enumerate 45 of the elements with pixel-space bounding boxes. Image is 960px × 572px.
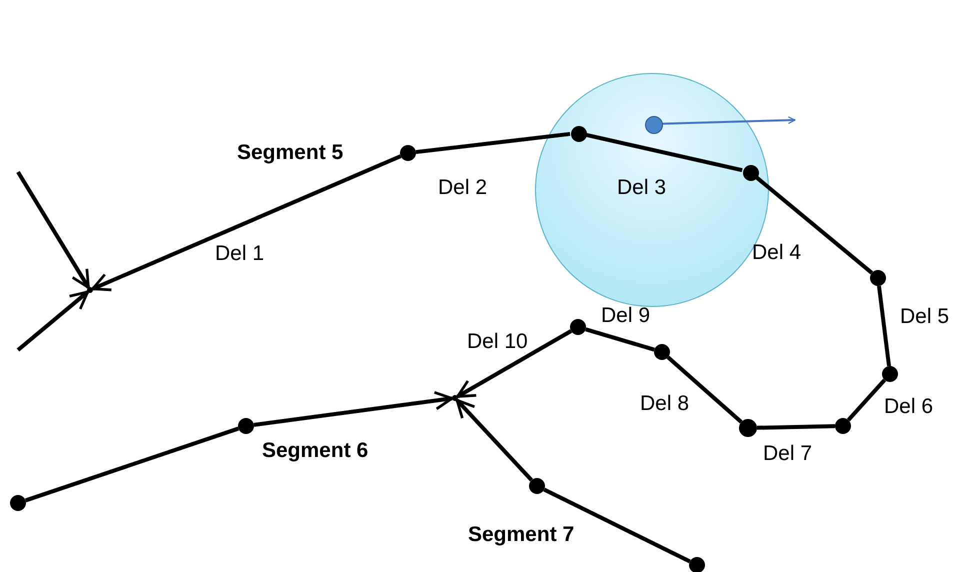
edge-label: Del 6 bbox=[884, 396, 934, 417]
line bbox=[754, 176, 874, 274]
edge-label: Del 4 bbox=[752, 242, 802, 263]
line bbox=[585, 132, 743, 172]
vertex-dot bbox=[400, 145, 416, 161]
segment-label: Segment 7 bbox=[468, 524, 574, 545]
vertex-dot bbox=[743, 165, 759, 181]
edge-label: Del 9 bbox=[601, 305, 650, 326]
line bbox=[416, 132, 570, 154]
arrow bbox=[254, 391, 454, 427]
arrow bbox=[456, 329, 572, 398]
vertex-dot bbox=[835, 418, 851, 434]
edge-label: Del 7 bbox=[763, 443, 812, 464]
vertex-dot bbox=[238, 418, 254, 434]
arrow bbox=[16, 170, 90, 289]
line bbox=[24, 426, 240, 502]
position-dot bbox=[645, 116, 663, 134]
segment-label: Segment 5 bbox=[237, 142, 344, 163]
line bbox=[846, 378, 886, 422]
line bbox=[756, 424, 836, 430]
edge-label: Del 3 bbox=[617, 177, 666, 198]
vertex-dot bbox=[882, 366, 898, 382]
line bbox=[877, 286, 891, 366]
arrow bbox=[91, 154, 402, 292]
segment-label: Segment 6 bbox=[262, 440, 368, 461]
vertex-dot bbox=[10, 495, 26, 511]
arrow bbox=[16, 290, 90, 352]
line bbox=[585, 327, 655, 352]
arrow bbox=[456, 398, 533, 482]
junction-point bbox=[452, 395, 458, 401]
vertex-dot bbox=[570, 319, 586, 335]
edge-label: Del 2 bbox=[438, 177, 488, 198]
line bbox=[543, 488, 691, 564]
edge-label: Del 10 bbox=[467, 331, 528, 352]
edge-label: Del 8 bbox=[640, 393, 690, 414]
vertex-dot bbox=[654, 344, 670, 360]
edge-label: Del 1 bbox=[215, 243, 264, 264]
arrow bbox=[662, 116, 796, 125]
vertex-dot bbox=[870, 270, 886, 286]
line bbox=[666, 356, 743, 424]
edge-label: Del 5 bbox=[900, 306, 950, 327]
vertex-dot bbox=[529, 478, 545, 494]
vertex-dot bbox=[739, 419, 757, 437]
vertex-dot bbox=[689, 557, 705, 572]
vertex-dot bbox=[571, 126, 587, 142]
